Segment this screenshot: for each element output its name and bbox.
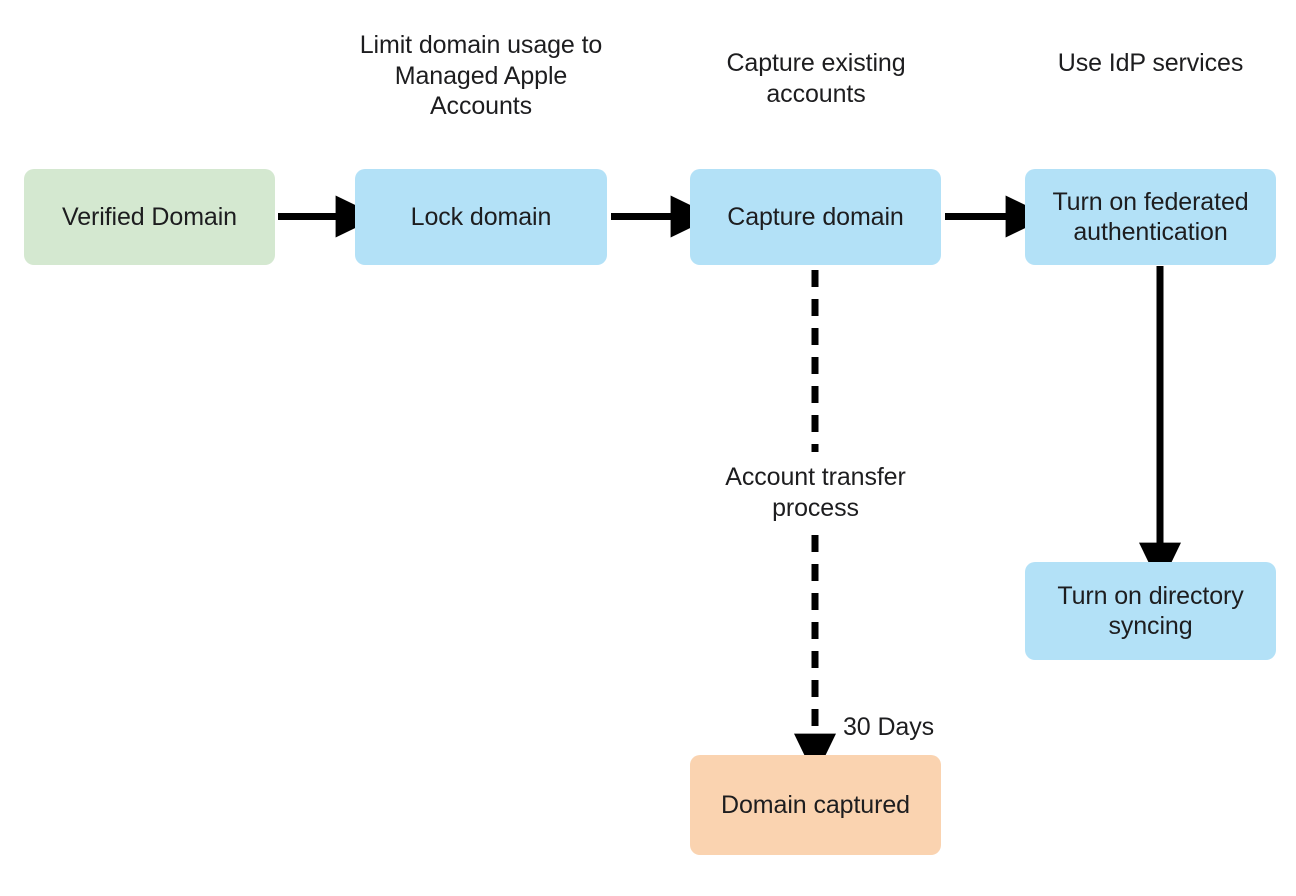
node-verified-domain[interactable]: Verified Domain — [24, 169, 275, 265]
node-directory-syncing-label: Turn on directory syncing — [1057, 581, 1244, 641]
node-domain-captured[interactable]: Domain captured — [690, 755, 941, 855]
node-lock-domain[interactable]: Lock domain — [355, 169, 607, 265]
node-capture-domain-label: Capture domain — [727, 202, 904, 231]
node-verified-domain-label: Verified Domain — [62, 202, 237, 231]
node-capture-domain[interactable]: Capture domain — [690, 169, 941, 265]
caption-federated-auth: Use IdP services — [1057, 49, 1244, 77]
edge-label-30-days: 30 Days — [843, 713, 935, 741]
caption-capture-domain: Capture existing accounts — [726, 49, 906, 108]
edge-label-account-transfer: Account transfer process — [725, 463, 906, 522]
node-directory-syncing[interactable]: Turn on directory syncing — [1025, 562, 1276, 660]
node-federated-auth-label: Turn on federated authentication — [1052, 187, 1249, 247]
caption-lock-domain: Limit domain usage to Managed Apple Acco… — [359, 31, 603, 120]
node-lock-domain-label: Lock domain — [410, 202, 552, 231]
node-federated-auth[interactable]: Turn on federated authentication — [1025, 169, 1276, 265]
node-domain-captured-label: Domain captured — [721, 790, 910, 819]
